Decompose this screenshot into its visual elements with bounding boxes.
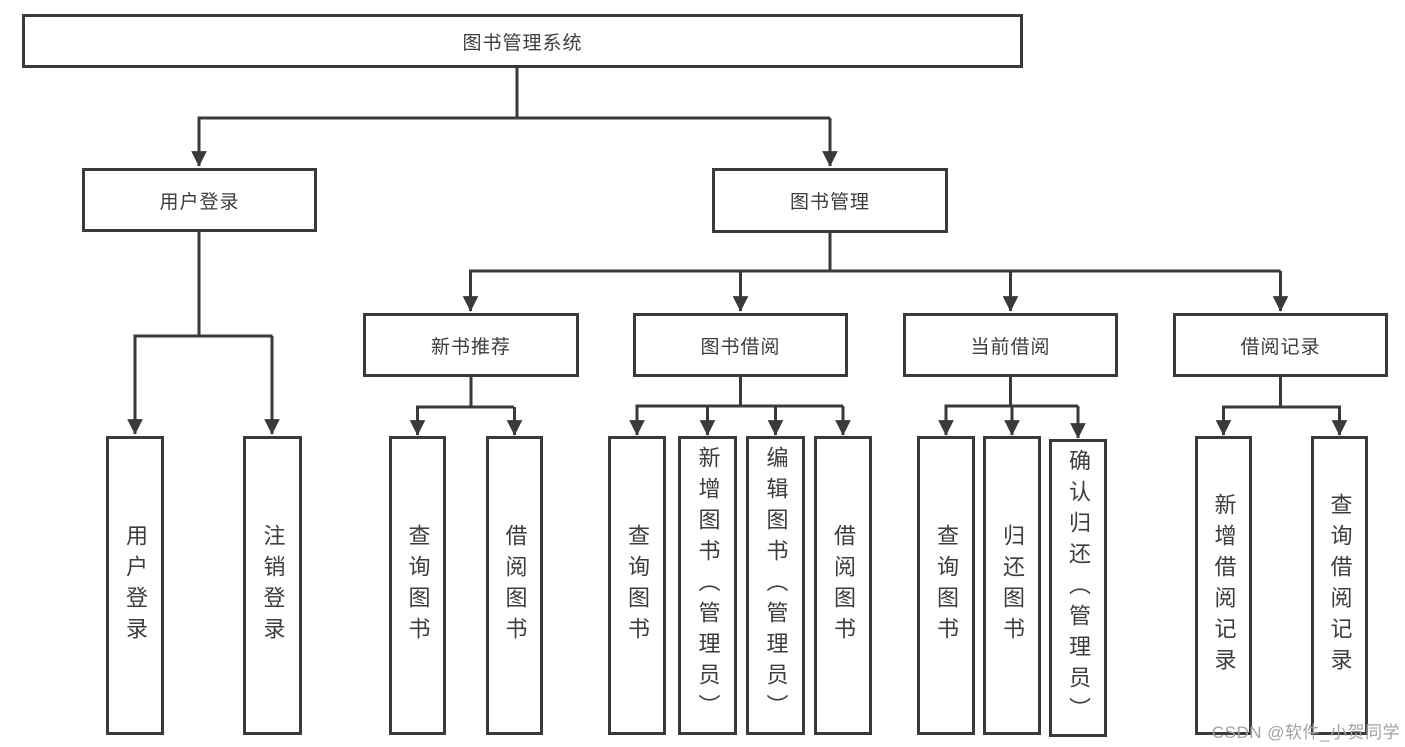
node-leaf-bw-add-books-admin: 新增图书（管理员） <box>678 436 737 735</box>
node-leaf-logout-label: 注销登录 <box>260 523 286 648</box>
node-leaf-rec-query-record: 查询借阅记录 <box>1311 436 1368 735</box>
node-book-management: 图书管理 <box>712 168 948 233</box>
node-leaf-user-login-label: 用户登录 <box>123 523 148 648</box>
node-leaf-bw-borrow-books: 借阅图书 <box>814 436 872 735</box>
node-leaf-cur-query-books-label: 查询图书 <box>934 523 959 648</box>
node-leaf-cur-confirm-return-admin: 确认归还（管理员） <box>1049 439 1107 737</box>
node-leaf-rec-add-record: 新增借阅记录 <box>1195 436 1252 735</box>
node-leaf-bw-edit-books-admin: 编辑图书（管理员） <box>746 436 805 735</box>
node-leaf-cur-query-books: 查询图书 <box>917 436 975 735</box>
node-leaf-rec-add-record-label: 新增借阅记录 <box>1211 492 1237 679</box>
node-leaf-cur-return-books-label: 归还图书 <box>1000 523 1025 648</box>
node-root-library-system: 图书管理系统 <box>22 14 1023 68</box>
node-leaf-bw-edit-books-admin-label: 编辑图书（管理员） <box>763 446 789 725</box>
node-current-borrowing-label: 当前借阅 <box>970 336 1051 358</box>
node-new-book-recommend-label: 新书推荐 <box>430 336 511 358</box>
node-borrowing-records-label: 借阅记录 <box>1240 336 1321 358</box>
node-book-borrowing-label: 图书借阅 <box>700 336 781 358</box>
node-book-management-label: 图书管理 <box>789 192 870 213</box>
node-leaf-user-login: 用户登录 <box>106 436 164 735</box>
csdn-watermark: CSDN @软件_小贺同学 <box>1211 723 1400 742</box>
node-user-login: 用户登录 <box>82 168 317 232</box>
node-leaf-rec-query-record-label: 查询借阅记录 <box>1327 492 1353 679</box>
node-leaf-bw-borrow-books-label: 借阅图书 <box>831 523 856 648</box>
node-leaf-logout: 注销登录 <box>243 436 302 735</box>
node-current-borrowing: 当前借阅 <box>903 313 1118 377</box>
node-leaf-bw-add-books-admin-label: 新增图书（管理员） <box>695 446 721 725</box>
node-leaf-cur-confirm-return-admin-label: 确认归还（管理员） <box>1066 448 1091 728</box>
node-leaf-nb-query-books: 查询图书 <box>389 436 446 735</box>
node-leaf-bw-query-books: 查询图书 <box>608 436 666 735</box>
node-leaf-nb-query-books-label: 查询图书 <box>405 523 431 648</box>
node-new-book-recommend: 新书推荐 <box>363 313 579 377</box>
node-root-label: 图书管理系统 <box>462 32 583 54</box>
node-leaf-nb-borrow-books-label: 借阅图书 <box>502 523 528 648</box>
node-book-borrowing: 图书借阅 <box>633 313 848 377</box>
node-leaf-cur-return-books: 归还图书 <box>983 436 1041 735</box>
node-borrowing-records: 借阅记录 <box>1173 313 1388 377</box>
node-leaf-bw-query-books-label: 查询图书 <box>625 523 650 648</box>
node-leaf-nb-borrow-books: 借阅图书 <box>486 436 543 735</box>
node-user-login-label: 用户登录 <box>159 191 240 213</box>
